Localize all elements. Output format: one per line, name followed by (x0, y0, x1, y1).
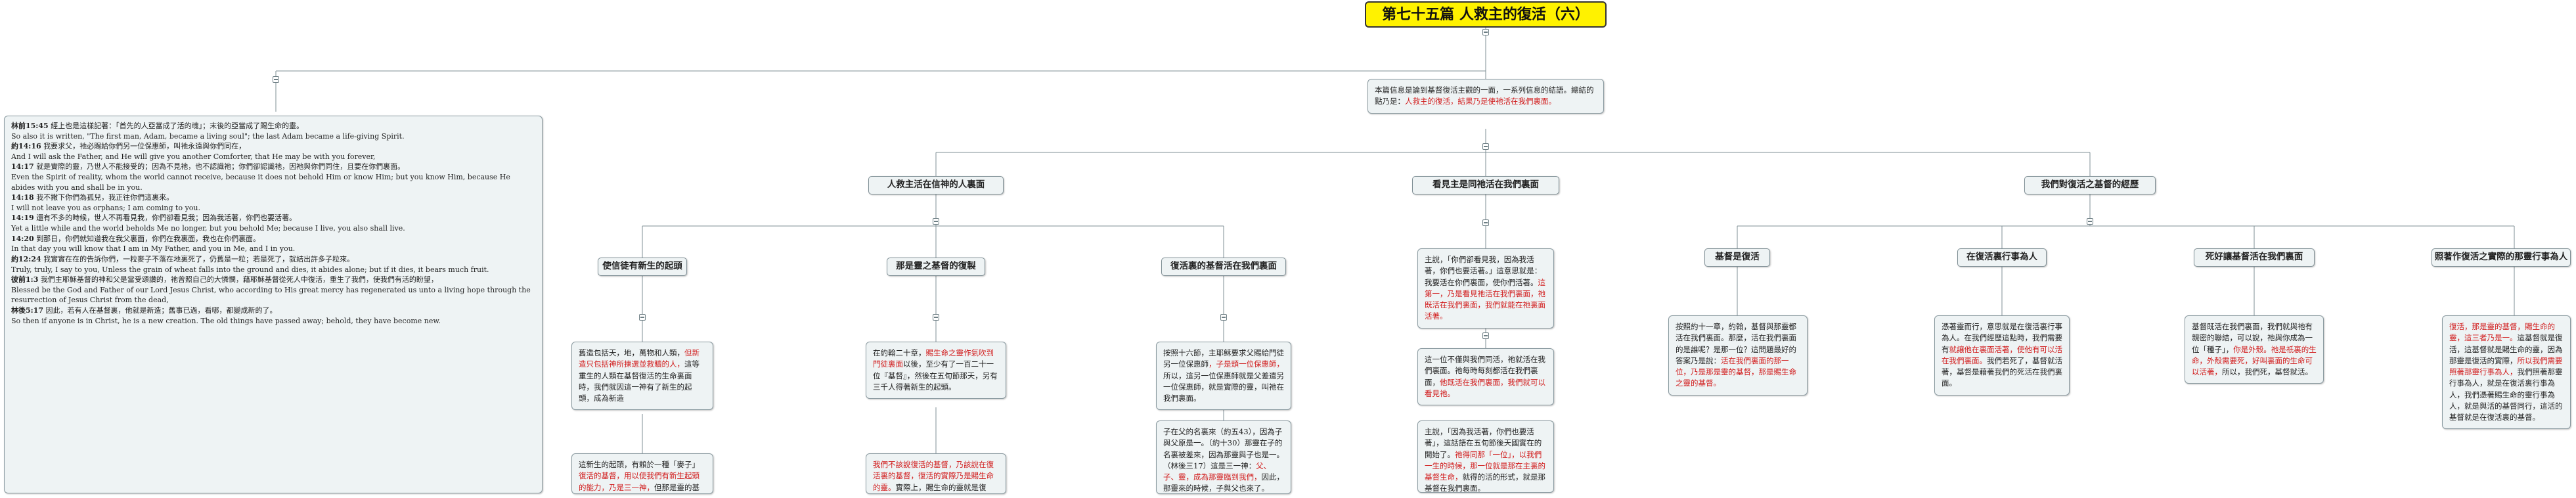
collapse-toggle-root[interactable] (1482, 29, 1489, 35)
scripture-verse-en: Blessed be the God and Father of our Lor… (11, 285, 531, 305)
c4-note[interactable]: 復活，那是靈的基督，賜生命的靈，這三者乃是一。這基督就是復活，這基督就是賜生命的… (2442, 315, 2571, 430)
scripture-text-zh: 還有不多的時候，世人不再看見我，你們卻看見我；因為我活著，你們也要活著。 (36, 214, 297, 223)
scripture-text-zh: 我要求父，祂必賜給你們另一位保惠師，叫祂永遠與你們同在， (43, 142, 246, 151)
scripture-text-zh: 就是實際的靈，乃世人不能接受的；因為不見祂，也不認識祂；你們卻認識祂，因祂與你們… (36, 162, 405, 171)
collapse-toggle-branch-b[interactable] (1482, 219, 1489, 226)
scripture-verse-zh: 14:20 到那日，你們就知道我在我父裏面，你們在我裏面，我也在你們裏面。 (11, 234, 535, 244)
scripture-verse-zh: 14:18 我不撇下你們為孤兒，我正往你們這裏來。 (11, 192, 535, 203)
a3-heading[interactable]: 復活裏的基督活在我們裏面 (1161, 258, 1286, 276)
scripture-ref: 林前15:45 (11, 122, 49, 130)
collapse-toggle-branch-a[interactable] (933, 218, 939, 225)
a2-note-2[interactable]: 我們不該說復活的基督，乃該說在復活裏的基督，復活的實際乃是賜生命的靈。實際上，賜… (866, 453, 1006, 494)
scripture-text-zh: 經上也是這樣記著：「首先的人亞當成了活的魂」；末後的亞當成了賜生命的靈。 (51, 122, 304, 130)
scripture-verse-en: Even the Spirit of reality, whom the wor… (11, 173, 510, 192)
scripture-text-zh: 我不撇下你們為孤兒，我正往你們這裏來。 (36, 193, 174, 202)
scripture-verse-en: Truly, truly, I say to you, Unless the g… (11, 265, 489, 274)
b-note-3[interactable]: 主說，「因為我活著，你們也要活著」，這話語在五旬節後天國實在的開始了。祂得同那「… (1417, 420, 1554, 493)
collapse-toggle-branch-c[interactable] (2087, 218, 2093, 225)
scripture-verse-zh: 約14:16 我要求父，祂必賜給你們另一位保惠師，叫祂永遠與你們同在， (11, 141, 535, 152)
branch-c-heading[interactable]: 我們對復活之基督的經歷 (2024, 176, 2156, 194)
c4-heading[interactable]: 照著作復活之實際的那靈行事為人 (2432, 248, 2571, 267)
collapse-toggle-a1[interactable] (639, 314, 646, 321)
intro-note[interactable]: 本篇信息是論到基督復活主觀的一面，一系列信息的結語。總結的點乃是：人救主的復活，… (1367, 79, 1604, 114)
intro-highlight: 人救主的復活，結果乃是使祂活在我們裏面。 (1405, 97, 1556, 106)
b-note-2[interactable]: 這一位不僅與我們同活，祂就活在我們裏面。祂每時每刻都活在我們裏面，他既活在我們裏… (1417, 348, 1554, 405)
scripture-verse-zh: 林後5:17 因此，若有人在基督裏，他就是新造；舊事已過，看哪，都變成新的了。 (11, 306, 535, 316)
scripture-ref: 約14:16 (11, 142, 41, 151)
scripture-verse-zh: 14:17 就是實際的靈，乃世人不能接受的；因為不見祂，也不認識祂；你們卻認識祂… (11, 162, 535, 172)
c2-heading[interactable]: 在復活裏行事為人 (1957, 248, 2047, 267)
scripture-verse-zh: 彼前1:3 我們主耶穌基督的神和父是當受頌讚的，祂曾照自己的大憐憫，藉耶穌基督從… (11, 275, 535, 285)
scripture-text-zh: 因此，若有人在基督裏，他就是新造；舊事已過，看哪，都變成新的了。 (45, 306, 277, 315)
scripture-verse-en: In that day you will know that I am in M… (11, 244, 296, 254)
c3-note[interactable]: 基督既活在我們裏面，我們就與祂有親密的聯結，可以說，祂與你成為一位「種子」，你是… (2185, 315, 2324, 384)
scripture-verse-zh: 14:19 還有不多的時候，世人不再看見我，你們卻看見我；因為我活著，你們也要活… (11, 213, 535, 223)
c1-heading[interactable]: 基督是復活 (1704, 248, 1770, 267)
a2-heading[interactable]: 那是靈之基督的復製 (887, 258, 985, 276)
scripture-verse-zh: 林前15:45 經上也是這樣記著：「首先的人亞當成了活的魂」；末後的亞當成了賜生… (11, 121, 535, 131)
scripture-verse-en: So also it is written, "The first man, A… (11, 131, 405, 141)
scripture-verse-zh: 約12:24 我實實在在的告訴你們，一粒麥子不落在地裏死了，仍舊是一粒；若是死了… (11, 254, 535, 265)
collapse-toggle-a3[interactable] (1220, 314, 1227, 321)
a3-note-1[interactable]: 按照十六節，主耶穌要求父賜給門徒另一位保惠師，子是頭一位保惠師，所以，這另一位保… (1156, 342, 1291, 411)
collapse-toggle-intro[interactable] (1482, 143, 1489, 150)
diagram-title[interactable]: 第七十五篇 人救主的復活（六） (1365, 1, 1607, 28)
c3-heading[interactable]: 死好讓基督活在我們裏面 (2194, 248, 2315, 267)
scripture-ref: 14:19 (11, 214, 34, 223)
a3-note-2[interactable]: 子在父的名裏來（約五43），因為子與父原是一。（約十30）那靈在子的名裏被差來，… (1156, 420, 1291, 494)
scripture-ref: 14:18 (11, 193, 34, 202)
a1-note-2[interactable]: 這新生的起頭，有賴於一種「麥子」復活的基督，用以使我們有新生起頭的能力，乃是三一… (571, 453, 713, 494)
c2-note[interactable]: 憑著靈而行，意思就是在復活裏行事為人。在我們經歷這點時，我們需要有就讓他在裏面活… (1934, 315, 2070, 396)
scripture-ref: 約12:24 (11, 254, 41, 263)
scripture-ref: 彼前1:3 (11, 275, 39, 284)
collapse-toggle-a2[interactable] (933, 314, 939, 321)
scripture-text-zh: 我們主耶穌基督的神和父是當受頌讚的，祂曾照自己的大憐憫，藉耶穌基督從死人中復活，… (40, 275, 438, 284)
branch-a-heading[interactable]: 人救主活在信神的人裏面 (868, 176, 1004, 194)
collapse-toggle-scripture[interactable] (273, 76, 279, 83)
a2-note-1[interactable]: 在約翰二十章，賜生命之靈作氣吹到門徒裏面以後，至少有了一百二十一位『基督』，然後… (866, 342, 1006, 399)
intro-text: 本篇信息是論到基督復活主觀的一面，一系列信息的結語。總結的點乃是： (1375, 85, 1594, 106)
branch-b-heading[interactable]: 看見主是同祂活在我們裏面 (1412, 176, 1559, 194)
a1-note-1[interactable]: 舊造包括天，地，萬物和人類，但新造只包括神所揀選並救贖的人，這等重生的人類在基督… (571, 342, 713, 411)
b-note-1[interactable]: 主說，「你們卻看見我，因為我活著，你們也要活著。」這意思就是：我要活在你們裏面，… (1417, 248, 1554, 328)
scripture-verse-en: And I will ask the Father, and He will g… (11, 152, 376, 161)
scripture-verse-en: Yet a little while and the world beholds… (11, 224, 405, 233)
c1-note[interactable]: 按照約十一章，約翰，基督與那靈都活在我們裏面。那麼，活在我們裏面的是誰呢？是那一… (1668, 315, 1808, 396)
scripture-text-zh: 我實實在在的告訴你們，一粒麥子不落在地裏死了，仍舊是一粒；若是死了，就結出許多子… (43, 254, 355, 263)
scripture-ref: 林後5:17 (11, 306, 44, 315)
scripture-verse-en: So then if anyone is in Christ, he is a … (11, 316, 441, 325)
scripture-ref: 14:20 (11, 234, 34, 243)
collapse-toggle-b1[interactable] (1482, 332, 1489, 339)
scripture-text-zh: 到那日，你們就知道我在我父裏面，你們在我裏面，我也在你們裏面。 (36, 234, 261, 243)
scripture-ref: 14:17 (11, 162, 34, 171)
a1-heading[interactable]: 使信徒有新生的起頭 (598, 258, 687, 276)
scripture-verse-en: I will not leave you as orphans; I am co… (11, 203, 200, 212)
scripture-panel[interactable]: 林前15:45 經上也是這樣記著：「首先的人亞當成了活的魂」；末後的亞當成了賜生… (4, 116, 543, 493)
